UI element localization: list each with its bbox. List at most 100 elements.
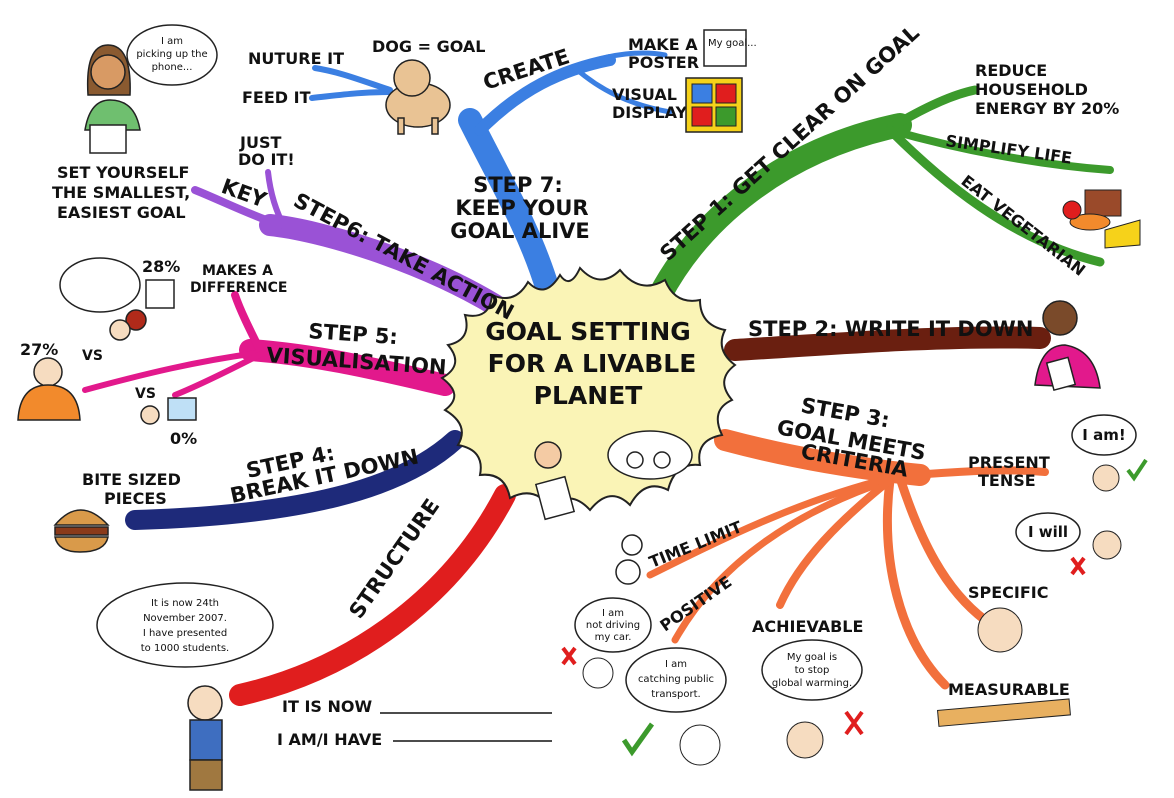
visual-label-2: DISPLAY	[612, 103, 688, 122]
branch-visual	[572, 65, 673, 115]
poster-label-2: POSTER	[628, 53, 699, 72]
pct-27: 27%	[20, 340, 58, 359]
dog-icon	[385, 59, 451, 135]
branch-vs2	[172, 349, 268, 398]
svg-text:My goal...: My goal...	[708, 38, 757, 49]
cross-icon	[844, 710, 864, 736]
svg-text:I will: I will	[1028, 523, 1068, 541]
check-icon	[1126, 458, 1148, 482]
clock-icon	[615, 534, 643, 585]
visual-label-1: VISUAL	[612, 85, 677, 104]
svg-text:to 1000 students.: to 1000 students.	[141, 643, 229, 654]
branch-step4	[125, 430, 465, 530]
step7-label-2: KEEP YOUR	[455, 196, 588, 220]
poster-label-1: MAKE A	[628, 35, 698, 54]
branch-specific	[895, 473, 990, 625]
ruler-icon	[936, 698, 1071, 727]
branch-reduce	[885, 85, 980, 133]
positive-bad-bubble: I am not driving my car.	[574, 597, 652, 653]
step5-label-1: STEP 5:	[308, 319, 399, 349]
pct-28: 28%	[142, 257, 180, 276]
center-title-line2: FOR A LIVABLE	[488, 349, 697, 378]
i-am-label: I AM/I HAVE	[277, 730, 382, 749]
svg-text:transport.: transport.	[651, 689, 700, 700]
branch-step2	[724, 326, 1051, 361]
sad-face-icon	[1092, 530, 1122, 560]
positive-good-bubble: I am catching public transport.	[625, 647, 727, 713]
present-label-1: PRESENT	[968, 453, 1050, 472]
makes-label-2: DIFFERENCE	[190, 280, 287, 296]
thinking-person-icon	[534, 430, 693, 521]
branch-vs	[82, 349, 268, 393]
svg-text:not driving: not driving	[586, 620, 640, 631]
feed-label: FEED IT	[242, 88, 311, 107]
svg-text:I have presented: I have presented	[143, 628, 227, 639]
branch-makes	[231, 291, 264, 354]
burger-icon	[53, 509, 110, 553]
step7-label-3: GOAL ALIVE	[450, 219, 590, 243]
face-looking-icon	[977, 607, 1023, 653]
cross-icon	[1070, 556, 1086, 576]
svg-text:My goal is: My goal is	[787, 652, 837, 663]
time-limit-label: TIME LIMIT	[646, 517, 744, 571]
sad-face-icon	[582, 657, 614, 689]
branch-vegetarian	[885, 125, 1105, 267]
center-title-line1: GOAL SETTING	[485, 317, 691, 346]
svg-text:global warming.: global warming.	[772, 678, 852, 689]
reduce-label-3: ENERGY BY 20%	[975, 99, 1119, 118]
branch-key	[191, 186, 284, 229]
check-icon	[621, 722, 655, 757]
branch-structure	[229, 484, 516, 706]
branch-achievable	[776, 476, 894, 609]
branch-dog-create	[474, 54, 616, 136]
svg-text:picking up the: picking up the	[136, 49, 207, 60]
set-label-3: EASIEST GOAL	[57, 203, 186, 222]
step7-label-1: STEP 7:	[473, 173, 563, 197]
happy-face-icon	[1092, 464, 1120, 492]
vs-label-1: VS	[82, 348, 103, 364]
svg-text:phone...: phone...	[152, 62, 193, 73]
positive-label: POSITIVE	[656, 572, 735, 635]
woman-on-phone-icon	[84, 44, 141, 154]
cheering-man-icon	[187, 685, 223, 791]
writing-girl-icon	[1034, 300, 1101, 392]
svg-text:I am: I am	[665, 659, 687, 670]
tv-watching-icon	[140, 397, 197, 425]
branch-poster	[587, 50, 668, 65]
specific-label: SPECIFIC	[968, 583, 1049, 602]
smiling-face-icon	[679, 724, 721, 766]
branch-step3	[714, 429, 931, 486]
branch-step1	[648, 113, 912, 307]
svg-text:my car.: my car.	[595, 632, 632, 643]
svg-text:to stop: to stop	[795, 665, 830, 676]
achievable-bubble: My goal is to stop global warming.	[761, 639, 863, 701]
branch-step7	[458, 108, 560, 302]
bite-label-2: PIECES	[104, 489, 167, 508]
just-label-2: DO IT!	[238, 150, 295, 169]
svg-text:I am: I am	[602, 608, 624, 619]
vs-label-2: VS	[135, 386, 156, 402]
reduce-label-2: HOUSEHOLD	[975, 80, 1088, 99]
it-is-now-label: IT IS NOW	[282, 697, 372, 716]
basketball-thought-icon	[59, 257, 175, 341]
vegetarian-label: EAT VEGETARIAN	[958, 171, 1089, 280]
branch-measurable	[883, 475, 950, 690]
i-will-bubble: I will	[1015, 512, 1081, 552]
branch-time	[646, 474, 894, 579]
set-label-2: THE SMALLEST,	[52, 183, 190, 202]
present-label-2: TENSE	[978, 471, 1036, 490]
poster-icon: My goal...	[703, 29, 757, 67]
dog-goal-label: DOG = GOAL	[372, 37, 485, 56]
i-am-bubble: I am!	[1071, 414, 1137, 456]
step2-label: STEP 2: WRITE IT DOWN	[748, 317, 1033, 341]
branch-step6	[259, 214, 506, 316]
branch-present	[906, 466, 1049, 479]
makes-label-1: MAKES A	[202, 263, 273, 279]
measurable-label: MEASURABLE	[948, 680, 1070, 699]
phone-bubble: I am picking up the phone...	[126, 24, 218, 86]
pct-0: 0%	[170, 429, 197, 448]
branch-just	[265, 169, 288, 231]
cross-icon	[561, 646, 577, 666]
